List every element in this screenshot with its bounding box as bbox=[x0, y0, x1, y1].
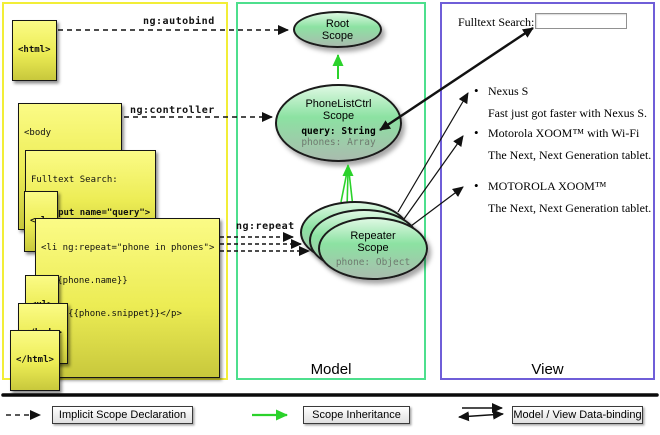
legend-implicit-scope-box: Implicit Scope Declaration bbox=[52, 406, 193, 424]
query-prop: query: String bbox=[301, 126, 376, 137]
legend-databinding-box: Model / View Data-binding bbox=[512, 406, 643, 424]
ng-controller-label: ng:controller bbox=[130, 105, 215, 116]
ng-autobind-label: ng:autobind bbox=[143, 16, 215, 27]
model-column: Model bbox=[236, 2, 426, 380]
phone-item-title: Nexus S bbox=[488, 84, 529, 98]
phonelistctrl-scope-ellipse: PhoneListCtrl Scope query: String phones… bbox=[275, 84, 402, 162]
phone-item-desc: The Next, Next Generation tablet. bbox=[488, 201, 652, 215]
root-scope-ellipse: Root Scope bbox=[293, 11, 382, 48]
phone-item-title: Motorola XOOM™ with Wi-Fi bbox=[488, 126, 640, 140]
code-box-html-open: <html> bbox=[12, 20, 57, 81]
phone-item-desc: Fast just got faster with Nexus S. bbox=[488, 106, 647, 120]
view-label: View bbox=[531, 361, 564, 378]
bullet-icon: • bbox=[474, 125, 479, 140]
phone-item-title: MOTOROLA XOOM™ bbox=[488, 179, 607, 193]
fulltext-search-label: Fulltext Search: bbox=[458, 15, 535, 29]
legend-databinding-arrows bbox=[458, 403, 504, 422]
fulltext-search-input[interactable] bbox=[535, 13, 627, 29]
legend-scope-inheritance-box: Scope Inheritance bbox=[303, 406, 410, 424]
ng-repeat-label: ng:repeat bbox=[236, 221, 295, 232]
phone-prop: phone: Object bbox=[335, 256, 411, 268]
code-box-html-close: </html> bbox=[10, 330, 60, 391]
bullet-icon: • bbox=[474, 83, 479, 98]
repeater-scope-ellipse: Repeater Scope phone: Object bbox=[318, 217, 428, 280]
phones-prop: phones: Array bbox=[301, 137, 376, 148]
phone-item-desc: The Next, Next Generation tablet. bbox=[488, 148, 652, 162]
model-label: Model bbox=[310, 361, 352, 378]
bullet-icon: • bbox=[474, 178, 479, 193]
